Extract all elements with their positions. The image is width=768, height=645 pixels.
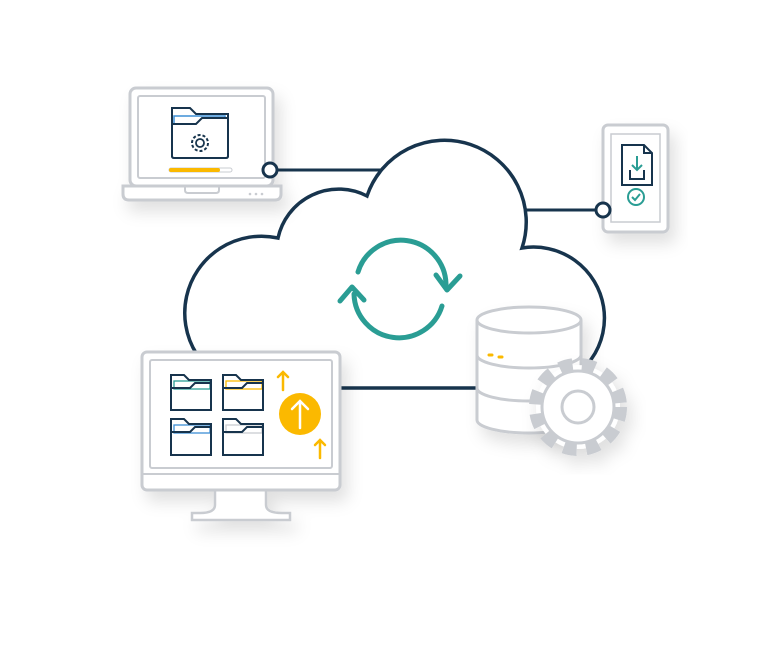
- sync-icon: [337, 237, 463, 341]
- upload-arrow-icon: [276, 370, 327, 460]
- folder-icon: [170, 374, 212, 411]
- laptop-connector-node: [261, 161, 279, 179]
- gear-icon: [529, 358, 627, 456]
- download-file-icon: [621, 144, 653, 186]
- folder-icon: [170, 418, 212, 456]
- database-indicator-lights: [487, 353, 504, 359]
- folder-icon: [222, 418, 264, 456]
- folder-gear-icon: [171, 107, 229, 159]
- progress-bar: [168, 167, 233, 173]
- check-icon: [627, 188, 645, 206]
- folder-icon: [222, 374, 264, 411]
- phone-connector-node: [594, 201, 612, 219]
- folder-grid: [170, 374, 264, 456]
- upload-button-icon: [279, 393, 321, 435]
- connector-lines: [276, 168, 597, 212]
